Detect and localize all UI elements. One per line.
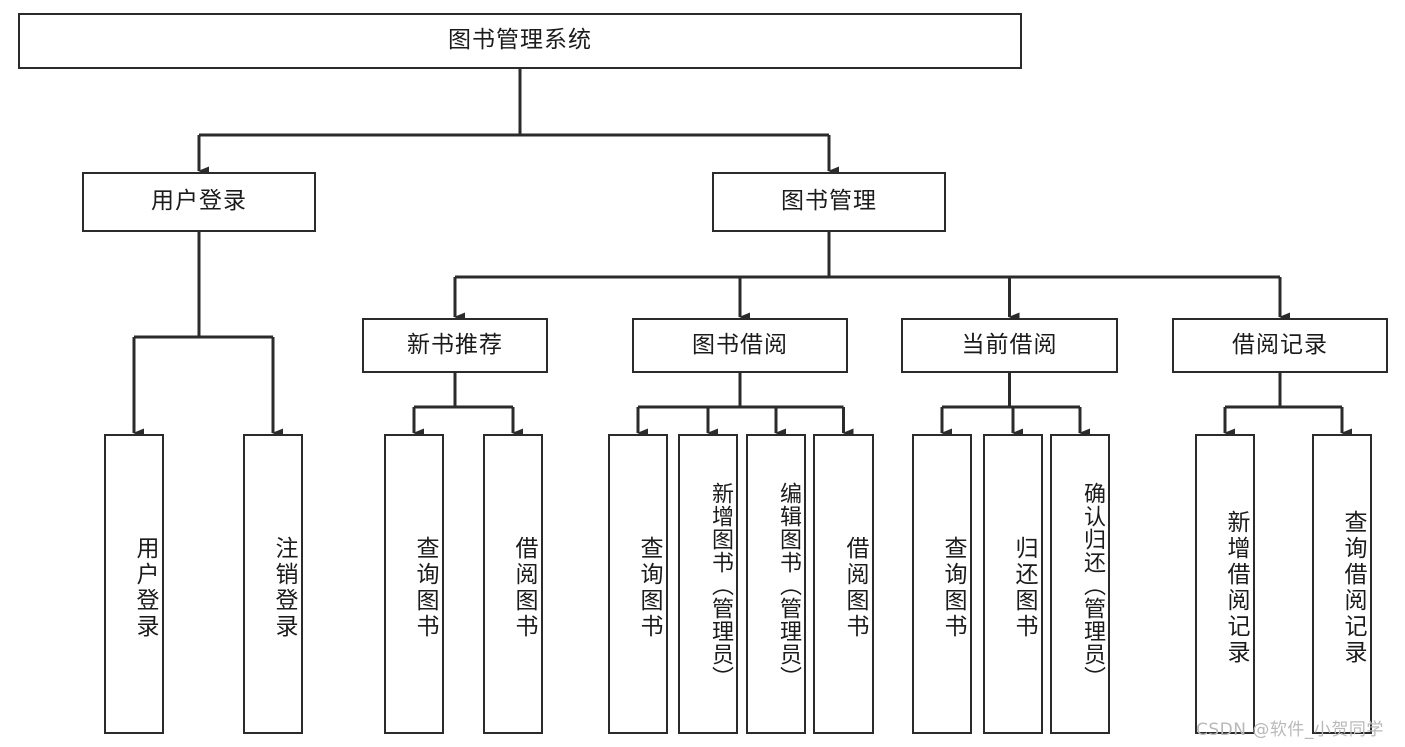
node-label: 新增图书（管理员）	[708, 481, 733, 689]
leaf-node-leaf-edit-book[interactable]: 编辑图书（管理员）	[746, 434, 806, 734]
node-label: 编辑图书（管理员）	[776, 481, 801, 689]
node-book-borrow[interactable]: 图书借阅	[632, 318, 848, 373]
node-user-login[interactable]: 用户登录	[82, 172, 316, 232]
csdn-watermark: CSDN @软件_小贺同学	[1196, 720, 1384, 740]
node-new-book-rec[interactable]: 新书推荐	[362, 318, 548, 373]
node-label: 查询图书	[636, 536, 662, 640]
leaf-node-leaf-user-logout[interactable]: 注销登录	[243, 434, 303, 734]
node-label: 归还图书	[1011, 536, 1037, 640]
node-label: 借阅记录	[1232, 331, 1328, 358]
leaf-node-leaf-query-borrow-record[interactable]: 查询借阅记录	[1312, 434, 1372, 734]
node-label: 当前借阅	[961, 331, 1058, 358]
leaf-node-leaf-query-book-rec[interactable]: 查询图书	[384, 434, 444, 734]
node-label: 图书借阅	[692, 331, 788, 358]
leaf-node-leaf-query-book-current[interactable]: 查询图书	[912, 434, 972, 734]
node-book-manage[interactable]: 图书管理	[712, 172, 946, 232]
node-label: 查询借阅记录	[1340, 510, 1366, 666]
node-label: 图书管理	[781, 188, 877, 215]
node-label: 新增借阅记录	[1223, 510, 1249, 666]
node-label: 查询图书	[412, 536, 438, 640]
leaf-node-leaf-add-book[interactable]: 新增图书（管理员）	[678, 434, 738, 734]
edges-group	[132, 69, 1352, 438]
node-label: 用户登录	[151, 188, 247, 215]
leaf-node-leaf-borrow-book[interactable]: 借阅图书	[813, 434, 874, 734]
node-label: 图书管理系统	[448, 27, 592, 54]
leaf-node-leaf-user-login[interactable]: 用户登录	[104, 434, 164, 734]
node-label: 借阅图书	[511, 536, 537, 640]
node-label: 注销登录	[271, 536, 297, 640]
leaf-node-leaf-add-borrow-record[interactable]: 新增借阅记录	[1195, 434, 1255, 734]
leaf-node-leaf-query-book-borrow[interactable]: 查询图书	[608, 434, 668, 734]
node-label: 确认归还（管理员）	[1080, 481, 1105, 689]
node-label: 查询图书	[940, 536, 966, 640]
leaf-node-leaf-borrow-book-rec[interactable]: 借阅图书	[483, 434, 543, 734]
node-root[interactable]: 图书管理系统	[18, 13, 1022, 69]
node-label: 借阅图书	[842, 536, 868, 640]
node-label: 用户登录	[132, 536, 158, 640]
leaf-node-leaf-confirm-return[interactable]: 确认归还（管理员）	[1050, 434, 1110, 734]
node-label: 新书推荐	[407, 331, 503, 358]
node-current-borrow[interactable]: 当前借阅	[901, 318, 1118, 373]
node-borrow-record[interactable]: 借阅记录	[1172, 318, 1388, 373]
leaf-node-leaf-return-book[interactable]: 归还图书	[983, 434, 1043, 734]
